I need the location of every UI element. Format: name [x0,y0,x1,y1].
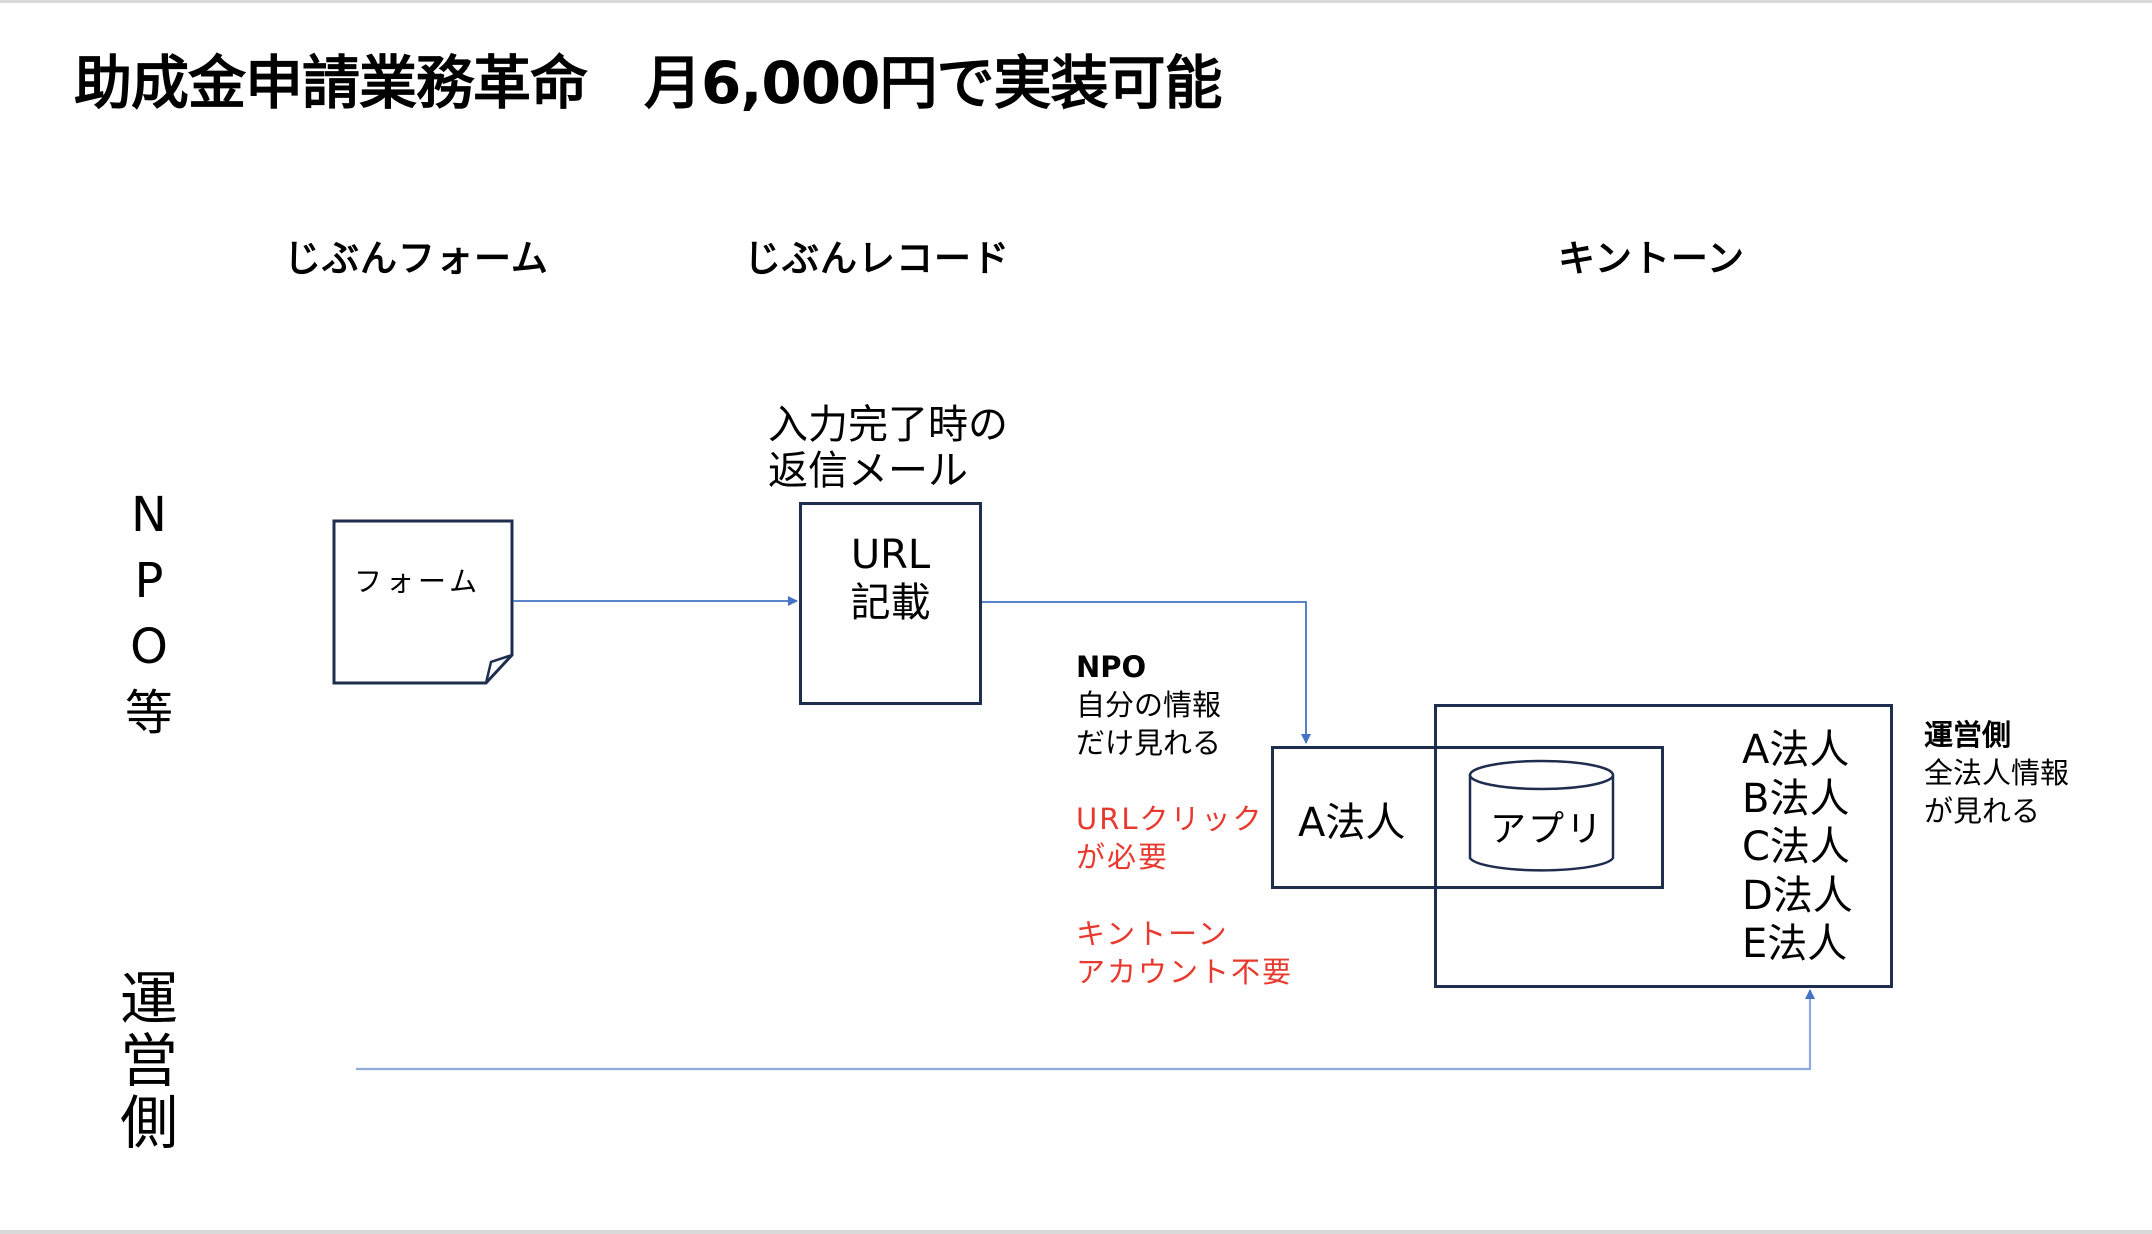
row-label-char: N [131,487,167,543]
corp-list-item: E法人 [1742,921,1848,967]
row-label-char: 運 [119,965,178,1033]
operator-note-line1: 全法人情報 [1924,756,2070,790]
form-label: フォーム [354,565,482,598]
bottom-border [0,1230,2152,1234]
npo-note-heading: NPO [1076,650,1147,684]
column-header-kintone: キントーン [1558,237,1746,280]
no-kintone-account-note: キントーン アカウント不要 [1076,915,1293,991]
corp-list: A法人 B法人 C法人 D法人 E法人 [1742,726,1853,969]
kintone-container-box[interactable] [1434,704,1893,988]
top-border [0,0,2152,3]
arrow-operator-to-kintone [356,989,1815,1071]
red-note-line1: URLクリック [1076,802,1264,836]
npo-note-line1: 自分の情報 [1076,688,1222,722]
red-note-line4: アカウント不要 [1076,955,1294,989]
column-header-jibun-form: じぶんフォーム [284,237,549,280]
red-note-line2: が必要 [1076,840,1170,874]
url-box-line2: 記載 [850,580,931,626]
url-box[interactable]: URL 記載 [799,502,982,705]
column-header-jibun-record: じぶんレコード [744,237,1010,280]
a-corp-view-box[interactable] [1271,746,1664,889]
row-label-operator: 運 営 側 [114,968,184,1154]
url-box-line1: URL [850,532,931,578]
row-label-char: 等 [124,685,173,741]
database-cylinder-icon [1468,759,1615,872]
a-corp-label: A法人 [1298,800,1406,846]
row-label-npo: N P O 等 [114,482,184,746]
row-label-char: P [134,553,164,609]
operator-note-line2: が見れる [1924,794,2041,828]
app-label: アプリ [1490,809,1605,850]
red-note-line3: キントーン [1076,917,1229,951]
reply-mail-note: 入力完了時の 返信メール [768,402,1008,494]
corp-list-item: A法人 [1742,727,1850,773]
row-label-char: 側 [119,1089,178,1157]
form-document-shape[interactable] [332,519,514,685]
url-click-required-note: URLクリック が必要 [1076,800,1264,876]
operator-note-heading: 運営側 [1924,718,2012,752]
corp-list-item: D法人 [1742,872,1853,919]
row-label-char: 営 [119,1027,178,1095]
reply-mail-line1: 入力完了時の [768,402,1008,448]
row-label-char: O [130,619,168,675]
slide-title: 助成金申請業務革命 月6,000円で実装可能 [74,49,1222,117]
npo-note-line2: だけ見れる [1076,726,1222,760]
npo-note: NPO 自分の情報 だけ見れる [1076,648,1221,762]
reply-mail-line2: 返信メール [768,448,968,494]
operator-note: 運営側 全法人情報 が見れる [1924,716,2069,830]
arrow-url-to-a-corp [981,601,1311,744]
corp-list-item: B法人 [1742,775,1850,822]
corp-list-item: C法人 [1742,824,1850,870]
